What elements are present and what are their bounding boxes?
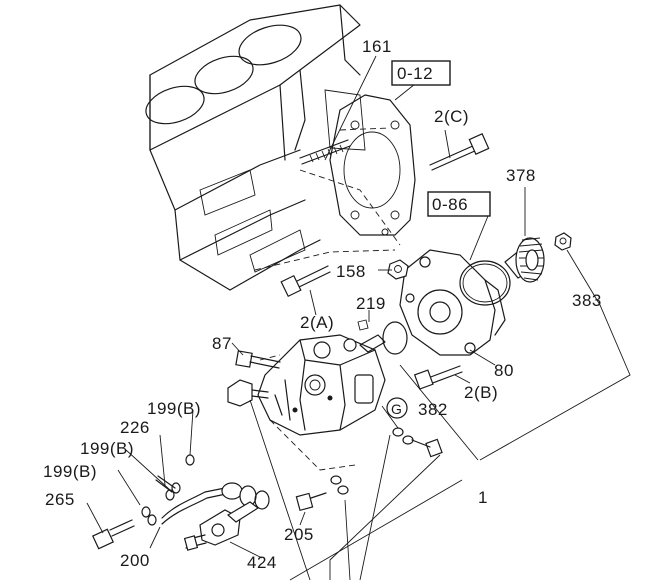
pump-bracket [399,249,511,356]
label-200: 200 [120,551,150,570]
fuel-pipe [155,475,270,525]
sensor-connector [227,379,269,407]
label-382: 382 [418,400,448,419]
nut-383 [554,232,572,251]
label-161: 161 [362,37,392,56]
oring-219 [357,319,408,355]
label-2b: 2(B) [464,383,498,402]
label-2c: 2(C) [434,107,469,126]
label-80: 80 [494,361,514,380]
label-0-86-box [427,191,491,217]
label-199b-middle: 199(B) [80,439,134,458]
washers [141,427,443,526]
leader-lines [86,55,631,581]
label-199b-upper: 199(B) [147,399,201,418]
label-383: 383 [572,291,602,310]
label-205: 205 [284,525,314,544]
label-199b-lower: 199(B) [43,462,97,481]
label-424: 424 [247,553,277,572]
label-0-86: 0-86 [432,195,468,214]
label-378: 378 [506,166,536,185]
injection-pump [257,334,386,471]
fitting-424 [183,501,260,551]
label-226: 226 [120,418,150,437]
label-g-circle [386,397,408,419]
label-0-12-box [391,60,451,86]
part-labels: 161 0-12 2(C) 378 0-86 158 383 219 2(A) … [43,37,602,572]
screw-265 [91,519,135,550]
bolt-2b [413,365,463,390]
label-2a: 2(A) [300,313,334,332]
label-219: 219 [356,294,386,313]
nut-158 [387,259,409,280]
bolt-2c [429,133,490,171]
bolt-87 [235,350,281,369]
engine-block [145,4,416,291]
label-265: 265 [45,490,75,509]
bolt-2a [280,265,331,298]
stud-161 [299,139,351,165]
label-0-12: 0-12 [397,64,433,83]
label-87: 87 [212,334,232,353]
label-158: 158 [336,262,366,281]
gear-378 [504,237,545,283]
label-1: 1 [478,488,488,507]
label-g: G [391,401,402,417]
